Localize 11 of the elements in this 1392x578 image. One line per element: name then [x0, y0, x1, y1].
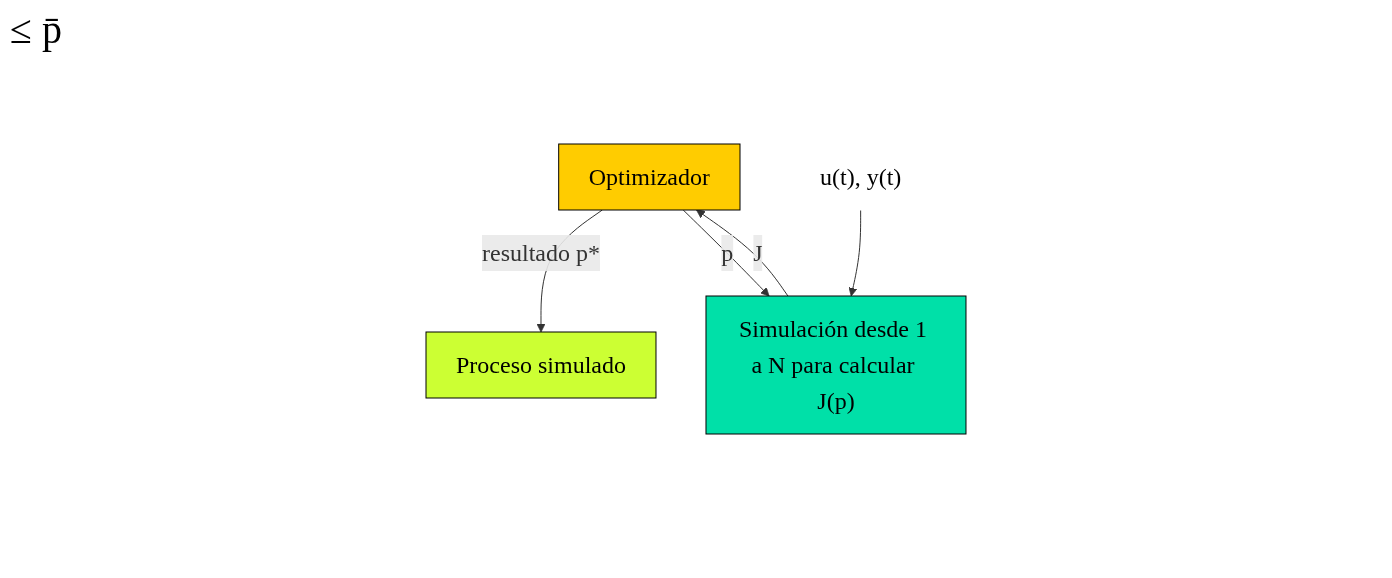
symbol-label: ≤ p̄ — [10, 7, 62, 52]
node-box: Simulación desde 1 a N para calcular J(p) — [705, 295, 967, 435]
arrow — [682, 209, 770, 297]
node-text: u(t), y(t) — [820, 164, 902, 190]
arrow — [696, 209, 789, 297]
node-box: Optimizador — [558, 143, 741, 211]
edge-label: resultado p* — [482, 240, 600, 266]
arrow — [848, 209, 862, 297]
edge-label: J — [753, 240, 763, 266]
node-box: Proceso simulado — [425, 331, 657, 399]
edge-label: p — [721, 240, 734, 266]
